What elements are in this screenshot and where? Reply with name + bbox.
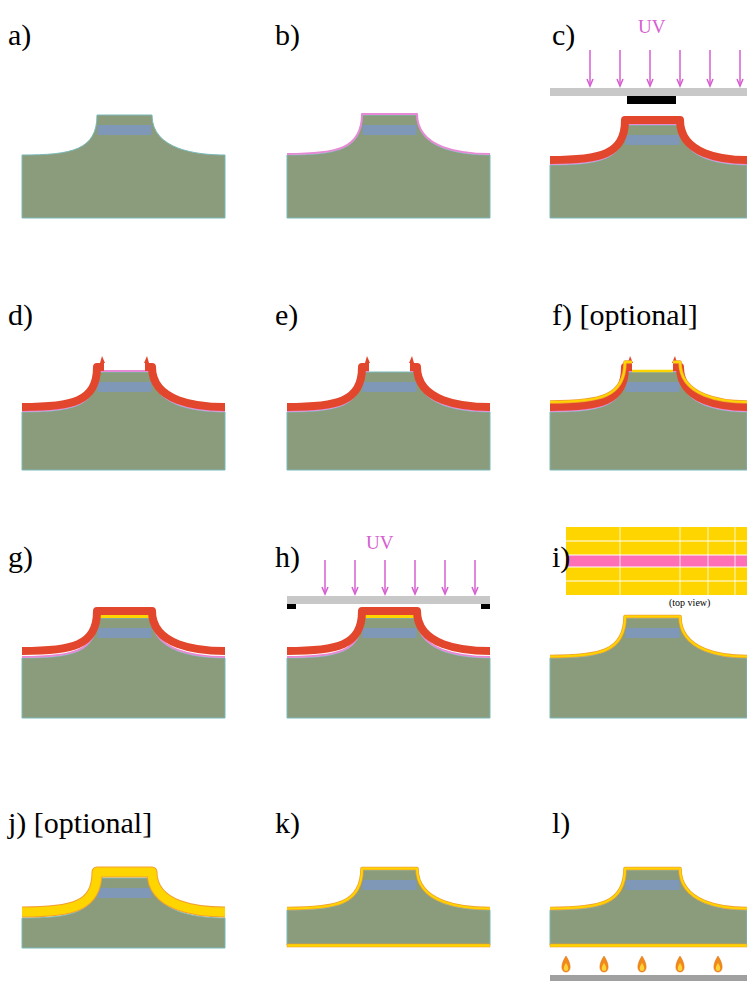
active-layer bbox=[363, 880, 417, 890]
photoresist bbox=[287, 367, 490, 407]
wafer-cross-section bbox=[22, 356, 225, 470]
step-label: d) bbox=[8, 298, 33, 332]
active-layer bbox=[98, 888, 152, 898]
step-label: c) bbox=[552, 18, 575, 52]
step-label: k) bbox=[275, 806, 300, 840]
metal-layer bbox=[363, 615, 416, 618]
active-layer bbox=[363, 382, 417, 392]
wafer-cross-section bbox=[550, 120, 747, 218]
metal-layer bbox=[98, 615, 151, 618]
metal-layer bbox=[550, 362, 747, 402]
substrate bbox=[287, 618, 490, 718]
wafer-cross-section bbox=[22, 872, 225, 948]
active-layer bbox=[98, 628, 152, 638]
active-layer bbox=[98, 382, 152, 392]
substrate bbox=[22, 115, 225, 218]
substrate bbox=[550, 125, 747, 218]
substrate bbox=[550, 618, 747, 718]
backside-contact bbox=[550, 944, 747, 947]
photomask bbox=[287, 596, 490, 609]
step-label: l) bbox=[552, 806, 570, 840]
photomask bbox=[550, 88, 747, 104]
step-label: b) bbox=[275, 18, 300, 52]
metal-layer bbox=[550, 869, 747, 909]
step-label: a) bbox=[8, 18, 31, 52]
wafer-cross-section bbox=[22, 115, 225, 218]
active-layer bbox=[363, 628, 417, 638]
thick-metal-layer bbox=[22, 872, 225, 912]
view-note: (top view) bbox=[669, 597, 710, 608]
metal-layer bbox=[287, 869, 490, 909]
photoresist bbox=[287, 611, 490, 651]
metal-layer bbox=[550, 617, 747, 657]
substrate bbox=[550, 372, 747, 470]
wafer-cross-section bbox=[287, 114, 490, 218]
wafer-cross-section bbox=[550, 869, 747, 948]
active-layer bbox=[98, 125, 152, 135]
step-label: j) [optional] bbox=[8, 806, 152, 840]
active-layer bbox=[626, 382, 680, 392]
step-label: h) bbox=[275, 540, 300, 574]
backside-contact bbox=[287, 944, 490, 947]
photoresist bbox=[550, 120, 747, 160]
wafer-cross-section bbox=[287, 611, 490, 718]
substrate bbox=[287, 372, 490, 470]
hotplate bbox=[550, 956, 747, 981]
step-label: g) bbox=[8, 540, 33, 574]
wafer-cross-section bbox=[287, 869, 490, 948]
active-layer bbox=[363, 125, 417, 135]
substrate bbox=[22, 372, 225, 470]
thick-metal-layer bbox=[22, 872, 225, 912]
wafer-cross-section bbox=[550, 617, 747, 719]
metal-layer bbox=[287, 869, 490, 909]
step-label: i) bbox=[552, 540, 570, 574]
metal-layer bbox=[550, 869, 747, 909]
uv-arrows bbox=[322, 560, 478, 594]
wafer-cross-section bbox=[287, 356, 490, 470]
uv-arrows bbox=[587, 50, 743, 86]
active-layer bbox=[626, 880, 680, 890]
metal-layer bbox=[550, 617, 747, 657]
photoresist bbox=[22, 611, 225, 651]
active-layer bbox=[626, 628, 680, 638]
step-label: f) [optional] bbox=[552, 298, 698, 332]
wafer-cross-section bbox=[22, 611, 225, 718]
substrate bbox=[22, 618, 225, 718]
step-label: e) bbox=[275, 298, 298, 332]
active-layer bbox=[626, 135, 680, 145]
uv-label: UV bbox=[366, 532, 393, 554]
metal-layer bbox=[550, 362, 747, 402]
photoresist bbox=[22, 367, 225, 407]
top-view-inset bbox=[566, 527, 747, 595]
dielectric-layer bbox=[287, 114, 490, 154]
substrate bbox=[287, 115, 490, 218]
wafer-cross-section bbox=[550, 356, 747, 470]
uv-label: UV bbox=[638, 16, 665, 38]
